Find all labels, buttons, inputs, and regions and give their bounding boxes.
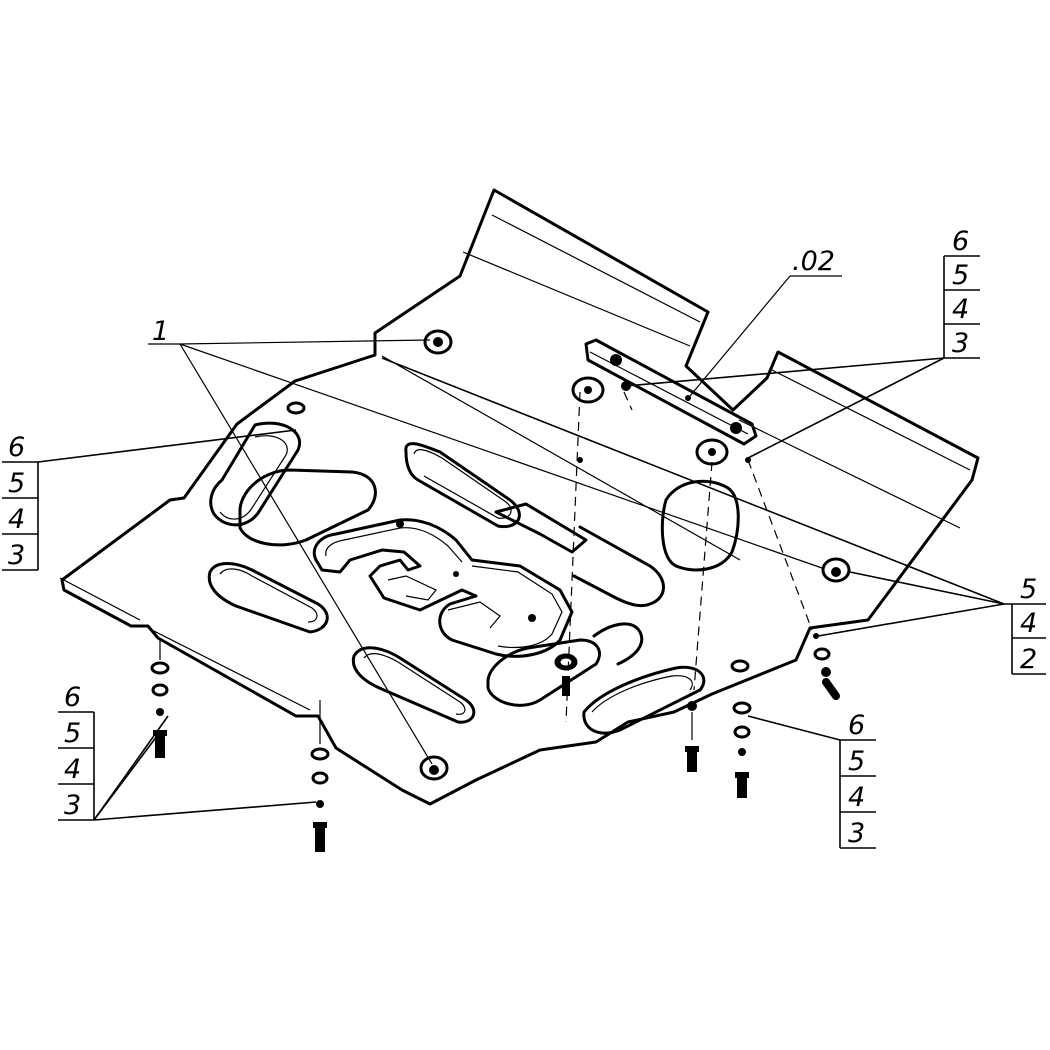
fastener-stack-center [557, 655, 575, 696]
bottom-left-stack-item: 3 [64, 790, 81, 821]
callout-02: .02 [792, 246, 835, 277]
top-right-stack-item: 4 [952, 294, 969, 325]
callout-one: 1 [152, 316, 169, 347]
left-stack-item: 6 [8, 432, 25, 463]
skid-plate-body [59, 188, 980, 806]
relief-slots [207, 421, 706, 735]
assembly-axes [565, 391, 813, 723]
callout-label-1: 1 [152, 316, 169, 347]
left-stack-item: 3 [8, 540, 25, 571]
top-right-stack-item: 6 [952, 226, 969, 257]
leader-lines [37, 275, 1005, 821]
right-stack-item: 2 [1020, 644, 1037, 675]
bottom-right-stack-item: 6 [848, 710, 865, 741]
bottom-left-stack-item: 4 [64, 754, 81, 785]
bottom-right-stack-item: 3 [848, 818, 865, 849]
bottom-right-stack-item: 4 [848, 782, 865, 813]
left-stack-item: 4 [8, 504, 25, 535]
fastener-stack-bottom-center [685, 701, 699, 772]
right-stack-item: 5 [1020, 574, 1037, 605]
callout-stack-right: 5 4 2 [1004, 574, 1046, 675]
bottom-right-stack-item: 5 [848, 746, 865, 777]
bracket-part [571, 338, 758, 466]
callout-label-02: .02 [792, 246, 835, 277]
bottom-left-stack-item: 5 [64, 718, 81, 749]
fastener-stack-right [813, 647, 840, 700]
mounting-bosses [286, 329, 851, 781]
top-right-stack-item: 3 [952, 328, 969, 359]
right-stack-item: 4 [1020, 608, 1037, 639]
callout-stack-left: 6 5 4 3 [2, 432, 39, 571]
top-right-stack-item: 5 [952, 260, 969, 291]
center-relief [312, 518, 574, 658]
callout-stack-bottom-left: 6 5 4 3 [58, 682, 95, 821]
fastener-stack-bottom-left [310, 700, 330, 852]
left-stack-item: 5 [8, 468, 25, 499]
bottom-left-stack-item: 6 [64, 682, 81, 713]
callout-stack-bottom-right: 6 5 4 3 [839, 710, 876, 849]
fastener-stack-bottom-right [732, 701, 752, 798]
oval-cutout [660, 479, 740, 572]
callout-stack-top-right: 6 5 4 3 [943, 226, 980, 359]
